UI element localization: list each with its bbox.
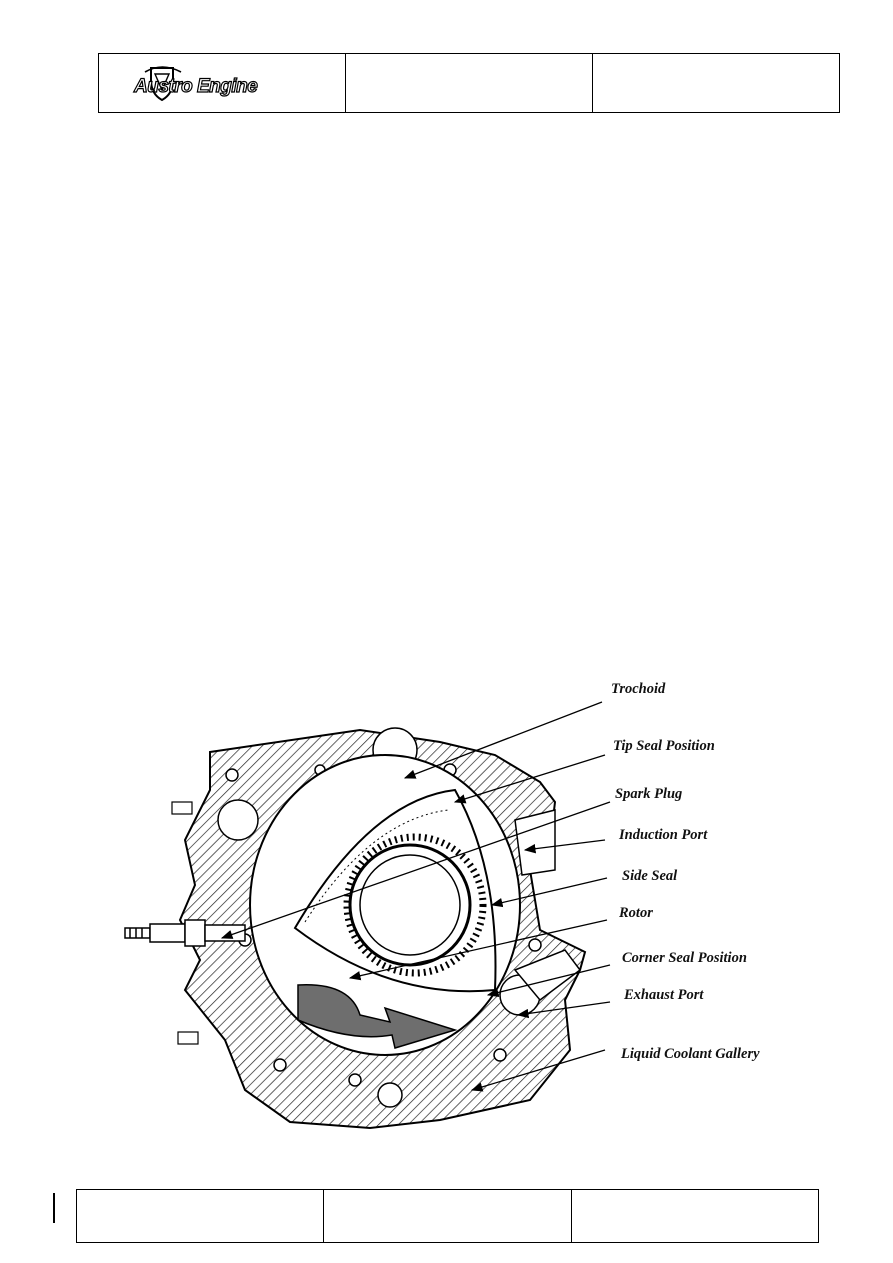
footer-cell-1 bbox=[77, 1190, 325, 1242]
footer-cell-3 bbox=[572, 1190, 818, 1242]
header-table: Austro Engine bbox=[98, 53, 840, 113]
revision-bar bbox=[53, 1193, 55, 1223]
header-logo-cell: Austro Engine bbox=[99, 54, 346, 112]
austro-engine-logo bbox=[144, 66, 182, 102]
label-induction-port: Induction Port bbox=[619, 827, 708, 843]
label-corner-seal: Corner Seal Position bbox=[622, 950, 747, 966]
label-trochoid: Trochoid bbox=[611, 681, 666, 697]
logo-text: Austro Engine bbox=[133, 75, 258, 97]
label-coolant-gallery: Liquid Coolant Gallery bbox=[621, 1046, 760, 1062]
leader-lines bbox=[220, 701, 611, 1092]
crank-bore bbox=[359, 854, 461, 956]
header-cell-3 bbox=[593, 54, 839, 112]
induction-port bbox=[514, 809, 556, 876]
header-cell-2 bbox=[346, 54, 593, 112]
exhaust-port bbox=[513, 949, 582, 1002]
rotor-gear bbox=[343, 833, 487, 977]
label-rotor: Rotor bbox=[619, 905, 653, 921]
rotary-engine-diagram bbox=[124, 701, 611, 1130]
label-side-seal: Side Seal bbox=[622, 868, 678, 884]
label-tip-seal: Tip Seal Position bbox=[613, 738, 715, 754]
footer-table bbox=[76, 1189, 819, 1243]
footer-cell-2 bbox=[324, 1190, 572, 1242]
label-exhaust-port: Exhaust Port bbox=[624, 987, 704, 1003]
label-spark-plug: Spark Plug bbox=[615, 786, 683, 802]
spark-plug bbox=[124, 919, 246, 947]
rotation-arrow bbox=[297, 984, 458, 1049]
